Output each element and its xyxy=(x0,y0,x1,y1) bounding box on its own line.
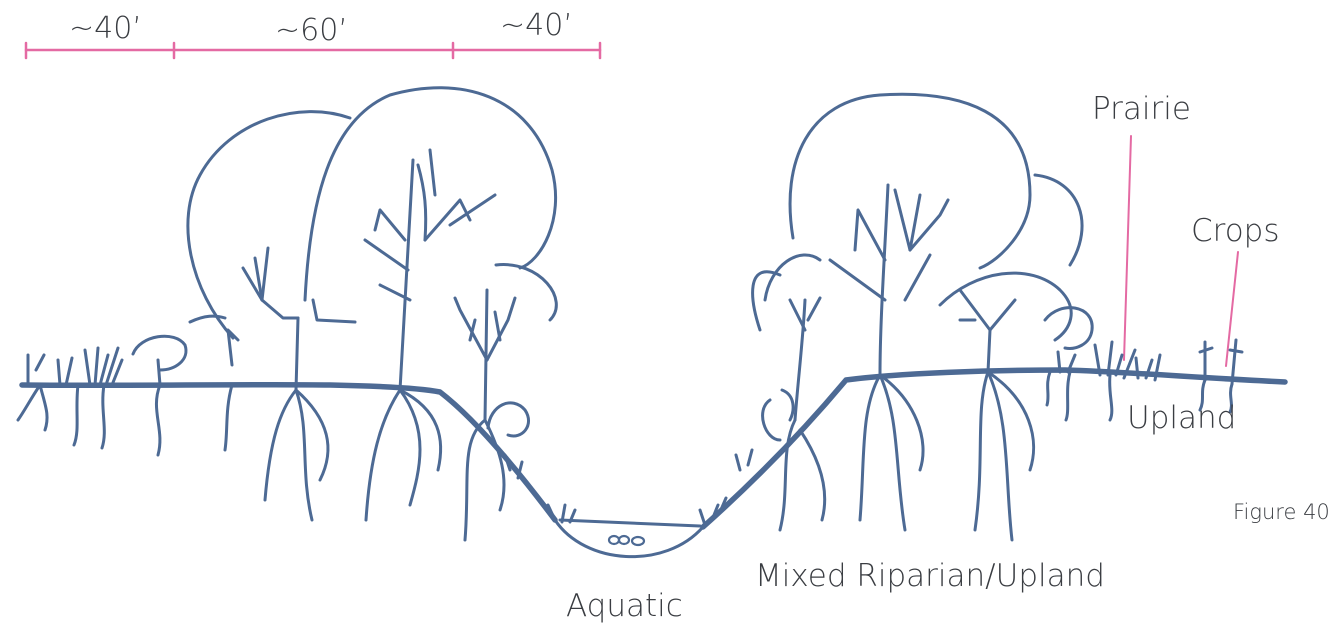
tree-trunk xyxy=(988,330,990,372)
prairie-label: Prairie xyxy=(1092,94,1191,125)
tree-branch xyxy=(855,210,885,260)
tree-trunk xyxy=(296,318,298,390)
shrub-root xyxy=(156,385,160,455)
grass-root xyxy=(1110,375,1112,420)
tree-trunk xyxy=(880,185,888,375)
crops-label: Crops xyxy=(1191,216,1280,247)
tree-branch xyxy=(425,200,470,240)
tree-branch xyxy=(430,150,435,195)
tree-root xyxy=(975,372,988,530)
scale-label-3: ~40’ xyxy=(500,11,573,41)
tree-root xyxy=(880,375,905,530)
tree-root xyxy=(296,390,312,520)
tree-branch xyxy=(365,240,408,270)
grass-root xyxy=(1066,372,1070,420)
aquatic-label: Aquatic xyxy=(566,591,683,622)
tree-branch xyxy=(450,195,495,225)
upland-label: Upland xyxy=(1127,403,1236,434)
tree-branch xyxy=(313,300,355,322)
tree-branch xyxy=(418,165,426,240)
grass-root xyxy=(74,385,78,445)
tree-branch xyxy=(830,260,885,300)
tree-branch xyxy=(228,330,238,365)
tree-root xyxy=(366,390,400,520)
grass-tuft xyxy=(58,358,72,385)
tree-branch xyxy=(960,290,990,330)
tree-canopy xyxy=(496,265,556,320)
left-bank-vegetation xyxy=(18,88,575,540)
stone xyxy=(619,536,629,544)
tree-root xyxy=(860,375,880,520)
tree-branch xyxy=(990,300,1015,330)
tree-canopy xyxy=(940,273,1071,340)
shrub xyxy=(488,403,529,436)
figure-caption: Figure 40 xyxy=(1233,502,1330,523)
tree-branch xyxy=(262,300,298,318)
shrub xyxy=(763,390,794,440)
stream-stones xyxy=(609,536,644,545)
prairie-leader-line xyxy=(1124,136,1131,360)
tree-branch xyxy=(487,298,515,360)
sketch-strokes xyxy=(18,88,1285,557)
tree-root xyxy=(988,372,1012,540)
tree-root xyxy=(225,385,232,450)
scale-label-1: ~40’ xyxy=(69,14,142,44)
tree-root xyxy=(800,430,825,520)
tree-branch xyxy=(455,298,487,360)
grass-tuft xyxy=(736,450,752,470)
shrub-stem xyxy=(158,360,160,385)
tree-branch xyxy=(243,248,268,300)
stone xyxy=(632,537,644,545)
leader-lines xyxy=(1124,136,1238,366)
grass-root xyxy=(18,385,47,430)
tree-root xyxy=(400,390,420,505)
grass-root xyxy=(102,385,104,448)
scale-label-2: ~60’ xyxy=(275,16,348,46)
stone xyxy=(609,536,619,544)
ground-line xyxy=(22,370,1285,527)
tree-branch xyxy=(375,210,405,240)
crop-plant xyxy=(1200,342,1212,380)
tree-branch xyxy=(495,312,500,340)
tree-canopy xyxy=(305,88,556,300)
grass-root xyxy=(1047,372,1050,405)
tree-trunk xyxy=(400,160,413,390)
tree-root xyxy=(265,390,296,500)
grass-tuft xyxy=(85,348,122,385)
tree-branch xyxy=(905,255,930,300)
tree-root xyxy=(465,420,485,540)
mixed-riparian-upland-label: Mixed Riparian/Upland xyxy=(755,561,1105,592)
grass-tuft xyxy=(28,355,44,385)
right-bank-vegetation xyxy=(700,94,1242,540)
tree-canopy xyxy=(1035,175,1082,265)
